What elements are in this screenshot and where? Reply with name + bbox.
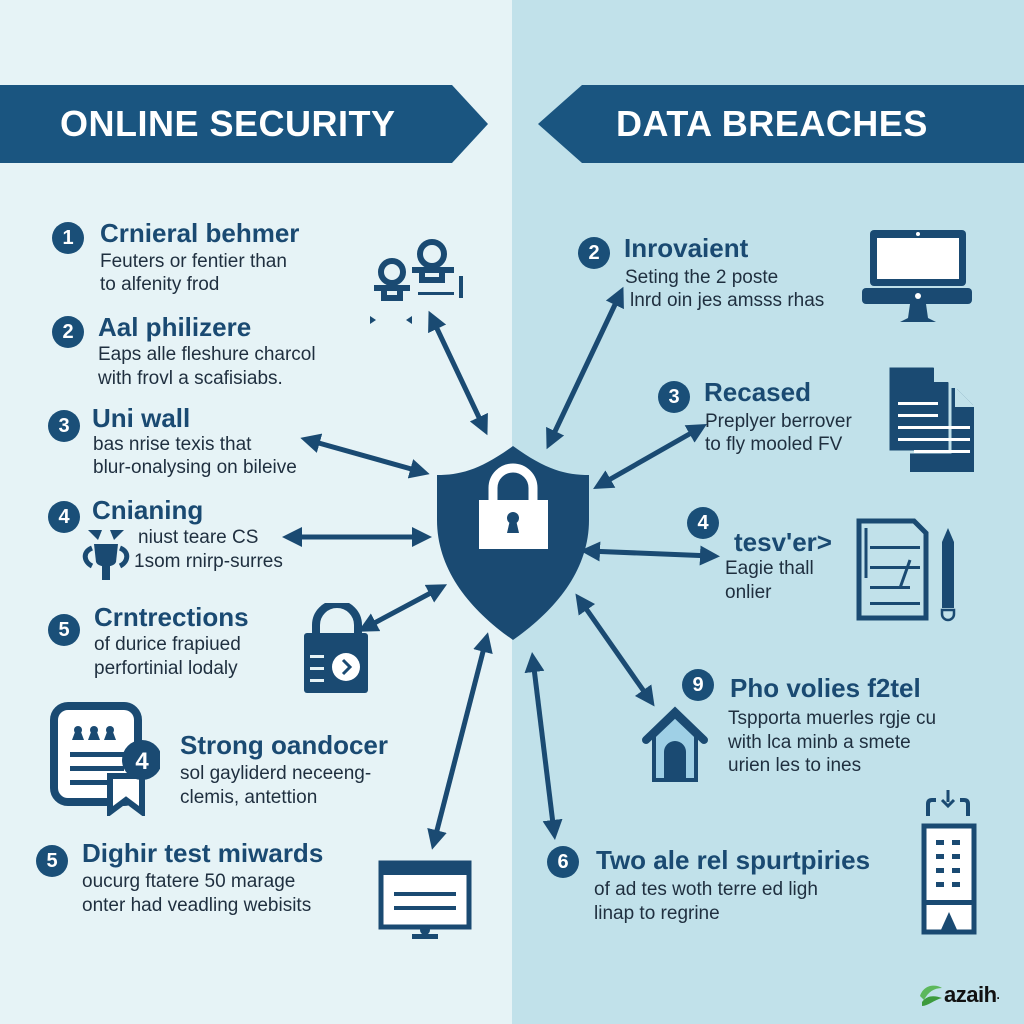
item-desc-line: perfortinial lodaly: [94, 658, 238, 679]
document-badge-icon: 4: [50, 702, 160, 816]
number-badge: 4: [687, 507, 719, 539]
number-badge: 2: [578, 237, 610, 269]
item-desc-line: Eagie thall: [725, 558, 814, 579]
number-badge: 1: [52, 222, 84, 254]
connector-arrows: [282, 286, 720, 850]
item-title: Two ale rel spurtpiries: [596, 845, 871, 875]
item-desc-line: sol gayliderd neceeng-: [180, 763, 372, 784]
house-icon: [642, 706, 708, 782]
number-badge: 2: [52, 316, 84, 348]
laptop-icon: [862, 230, 972, 322]
item-desc-line: Preplyer berrover: [705, 411, 852, 432]
padlock-arrow-icon: [304, 603, 368, 693]
item-desc-line: with frovl a scafisiabs.: [98, 368, 283, 389]
number-badge: 4: [135, 748, 149, 775]
leaf-logo-icon: [920, 985, 942, 1006]
item-title: Strong oandocer: [180, 730, 389, 760]
item-title: Dighir test miwards: [82, 838, 324, 868]
number-badge: 5: [48, 614, 80, 646]
banner-title: DATA BREACHES: [616, 103, 928, 144]
logo-text: azaih: [944, 982, 997, 1007]
document-pencil-icon: [856, 518, 956, 622]
shield-lock-icon: [437, 446, 589, 640]
number-badge: 4: [48, 501, 80, 533]
item-desc-line: onlier: [725, 582, 772, 603]
item-desc-line: with lca minb a smete: [728, 732, 911, 753]
item-desc-line: Feuters or fentier than: [100, 251, 287, 272]
item-desc-line: linap to regrine: [594, 903, 720, 924]
item-desc-line: Seting the 2 poste: [625, 267, 779, 288]
item-desc-line: to fly mooled FV: [705, 434, 843, 455]
item-title: Cnianing: [92, 495, 204, 525]
item-desc-line: of durice frapiued: [94, 634, 241, 655]
item-title: Pho volies f2tel: [730, 673, 921, 703]
number-badge: 9: [682, 669, 714, 701]
documents-icon: [886, 364, 974, 472]
banner-title: ONLINE SECURITY: [60, 103, 396, 144]
item-desc-line: to alfenity frod: [100, 274, 220, 295]
item-title: tesv'er>: [734, 527, 832, 557]
item-desc-line: 1som rnirp-surres: [134, 551, 283, 572]
number-badge: 5: [36, 845, 68, 877]
online-security-banner: ONLINE SECURITY: [0, 85, 488, 163]
data-breaches-banner: DATA BREACHES: [538, 85, 1024, 163]
logo-dot: .: [996, 988, 1000, 1002]
left-panel-background: [0, 0, 512, 1024]
building-icon: [921, 790, 977, 935]
item-desc-line: Tspporta muerles rgje cu: [728, 708, 937, 729]
item-desc-line: urien les to ines: [728, 755, 862, 776]
item-desc-line: niust teare CS: [138, 527, 259, 548]
monitor-icon: [378, 860, 472, 939]
number-badge: 6: [547, 846, 579, 878]
item-desc-line: of ad tes woth terre ed ligh: [594, 879, 818, 900]
item-desc-line: oucurg ftatere 50 marage: [82, 871, 296, 892]
item-desc-line: blur-onalysing on bileive: [93, 457, 297, 478]
item-title: Inrovaient: [624, 233, 749, 263]
item-desc-line: lnrd oin jes amsss rhas: [630, 290, 825, 311]
item-desc-line: bas nrise texis that: [93, 434, 252, 455]
number-badge: 3: [48, 410, 80, 442]
item-title: Aal philizere: [98, 312, 252, 342]
item-desc-line: Eaps alle fleshure charcol: [98, 344, 316, 365]
people-icon: [370, 239, 463, 324]
item-title: Uni wall: [92, 403, 191, 433]
item-title: Crnieral behmer: [100, 218, 300, 248]
item-desc-line: onter had veadling webisits: [82, 895, 312, 916]
azaih-logo: azaih .: [918, 982, 1000, 1008]
item-title: Crntrections: [94, 602, 249, 632]
item-title: Recased: [704, 377, 811, 407]
number-badge: 3: [658, 381, 690, 413]
item-desc-line: clemis, antettion: [180, 787, 318, 808]
trophy-icon: [82, 530, 130, 580]
